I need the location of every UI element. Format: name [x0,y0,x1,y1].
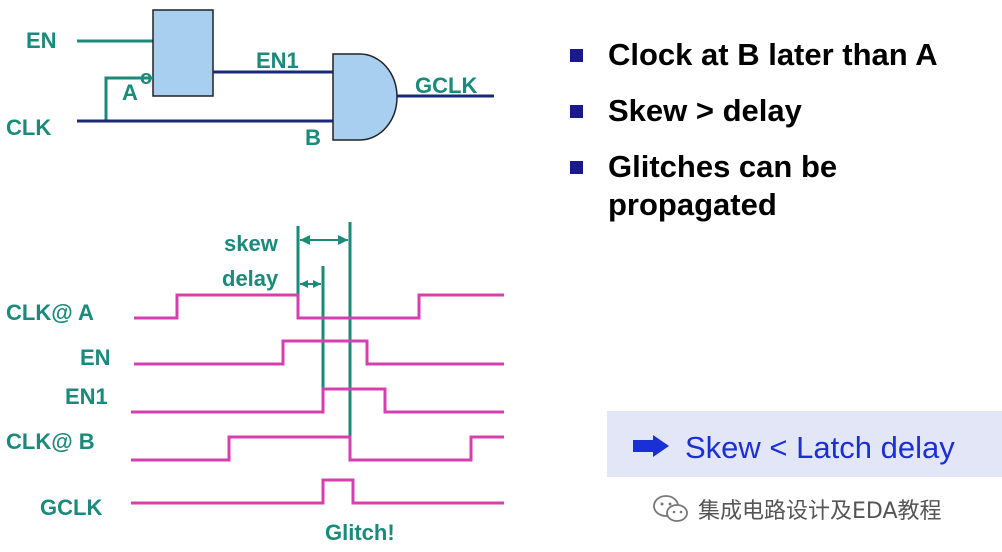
bullet-text: Clock at B later than A [608,37,938,72]
circuit-schematic: EN CLK A o EN1 B GCLK [6,9,494,150]
clk-branch-wire [104,76,153,121]
label-inv-bubble: o [140,67,152,89]
waveform-clk-b [131,435,504,462]
label-clk: CLK [6,115,51,140]
label-skew: skew [224,231,279,256]
label-en1: EN1 [256,48,299,73]
signal-label-clk-b: CLK@ B [6,429,95,454]
square-bullet-icon [570,161,583,174]
bullet-text: Glitches can be propagated [608,149,838,222]
label-b: B [305,125,321,150]
waveform-gclk [131,478,504,505]
label-delay: delay [222,266,279,291]
bullet-text: Skew > delay [608,93,802,128]
square-bullet-icon [570,49,583,62]
bullet-item: Glitches can be propagated [568,148,988,224]
latch-box [152,9,214,97]
callout-box: Skew < Latch delay [607,411,1002,477]
signal-label-clk-a: CLK@ A [6,300,94,325]
waveform-en1 [131,387,504,414]
watermark: 集成电路设计及EDA教程 [652,494,942,524]
square-bullet-icon [570,105,583,118]
delay-arrow [300,280,321,288]
bullet-item: Skew > delay [568,92,988,130]
label-a: A [122,80,138,105]
callout-text: Skew < Latch delay [685,430,955,465]
label-glitch: Glitch! [325,520,395,545]
signal-label-en: EN [80,345,111,370]
label-gclk: GCLK [415,73,477,98]
wechat-icon [653,495,688,522]
signal-label-gclk: GCLK [40,495,102,520]
bullet-list: Clock at B later than A Skew > delay Gli… [568,36,988,242]
and-gate [332,53,398,141]
bullet-item: Clock at B later than A [568,36,988,74]
label-en: EN [26,28,57,53]
waveform-clk-a [134,293,504,320]
right-arrow-icon [633,435,669,457]
watermark-text: 集成电路设计及EDA教程 [698,499,942,524]
skew-arrow [300,235,348,245]
timing-diagram: skew delay CLK@ A EN EN1 CLK@ B GCLK Gli… [6,222,504,545]
waveform-en [134,339,504,366]
signal-label-en1: EN1 [65,384,108,409]
